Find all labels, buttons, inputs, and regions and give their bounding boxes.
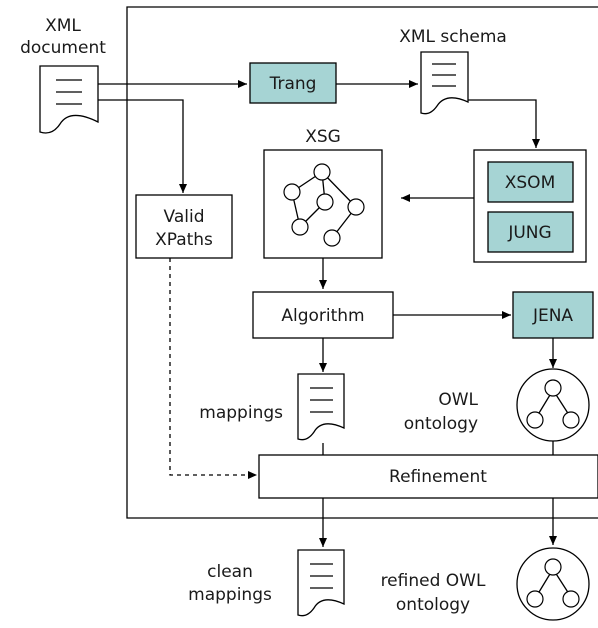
clean-mappings-doc-icon [297,549,345,617]
jena-label: JENA [532,306,573,326]
clean-mappings-label-2: mappings [188,585,272,605]
clean-mappings-node: clean mappings [188,549,345,617]
valid-xpaths-label-1: Valid [164,207,205,227]
refinement-node: Refinement [258,454,598,499]
trang-box [249,62,337,104]
xml-schema-icon [420,51,469,115]
edge-schema-to-xsom [466,99,540,148]
xml-schema-label: XML schema [399,27,507,47]
jung-box [487,211,574,253]
valid-xpaths-label-2: XPaths [155,230,213,250]
owl-ontology-icon [516,368,590,442]
xsg-graph-icon [283,163,365,247]
owl-ontology-node: OWL ontology [404,368,590,442]
algorithm-node: Algorithm [252,291,394,339]
xsg-label: XSG [305,127,341,147]
refined-owl-ontology-node: refined OWL ontology [381,547,590,621]
mappings-node: mappings [199,373,345,441]
refined-owl-ontology-label-2: ontology [396,595,470,615]
xsg-node: XSG [263,127,383,259]
edge-xml-to-xpaths [98,99,187,193]
refinement-label: Refinement [389,467,487,487]
trang-node: Trang [249,62,337,104]
xml-schema-node: XML schema [399,27,507,115]
owl-ontology-label-1: OWL [438,390,478,410]
refined-owl-ontology-icon [516,547,590,621]
xml-document-icon [39,65,99,134]
refinement-box [258,454,598,499]
xml-document-label-2: document [20,38,106,58]
jena-node: JENA [512,291,594,339]
xsom-box [487,161,574,203]
jena-box [512,291,594,339]
xsom-jung-group: XSOM JUNG [473,149,587,263]
jung-label: JUNG [507,223,551,243]
xml-document-label-1: XML [45,16,81,36]
refined-owl-ontology-label-1: refined OWL [381,571,486,591]
valid-xpaths-node: Valid XPaths [135,194,233,259]
trang-label: Trang [269,74,317,94]
mappings-label: mappings [199,403,283,423]
algorithm-label: Algorithm [281,306,364,326]
xsom-label: XSOM [505,173,556,193]
system-frame [126,6,598,519]
owl-ontology-label-2: ontology [404,414,478,434]
algorithm-box [252,291,394,339]
mappings-doc-icon [297,373,345,441]
xml-document-node: XML document [20,16,106,134]
valid-xpaths-box [135,194,233,259]
edge-xpaths-to-refinement [169,258,257,479]
clean-mappings-label-1: clean [207,562,253,582]
